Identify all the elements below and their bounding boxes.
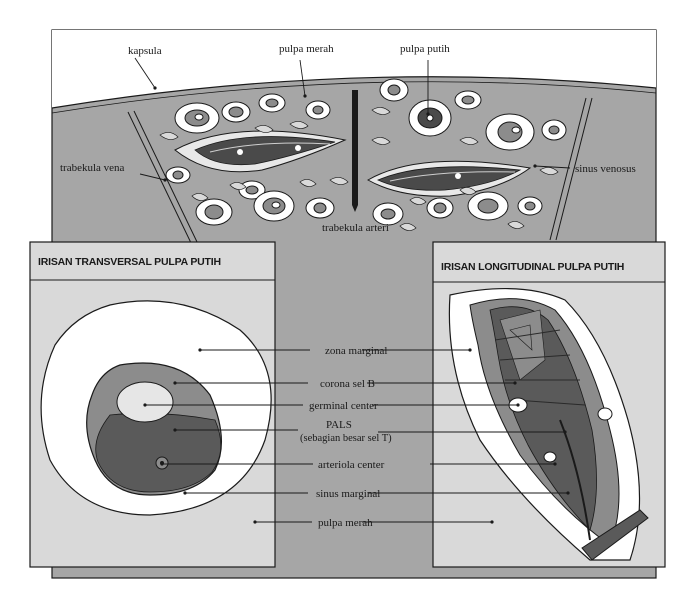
label-pals-note: (sebagian besar sel T) [300,433,392,444]
label-pulpa-merah-top: pulpa merah [279,43,334,55]
label-sinus-venosus: sinus venosus [575,163,636,175]
label-pulpa-putih: pulpa putih [400,43,450,55]
label-arteriola-center: arteriola center [318,459,385,471]
label-pals: PALS [326,419,352,431]
label-trabekula-arteri: trabekula arteri [322,222,389,234]
panel-longitudinal-title: IRISAN LONGITUDINAL PULPA PUTIH [441,261,624,273]
label-kapsula: kapsula [128,45,162,57]
label-sinus-marginal: sinus marginal [316,488,380,500]
transverse-section [41,301,271,515]
label-zona-marginal: zona marginal [325,345,387,357]
label-germinal-center: germinal center [309,400,378,412]
label-trabekula-vena: trabekula vena [60,162,125,174]
panel-transverse-title: IRISAN TRANSVERSAL PULPA PUTIH [38,256,221,268]
trabecula-arteri [352,90,358,212]
label-corona-sel-b: corona sel B [320,378,375,390]
label-pulpa-merah-bottom: pulpa merah [318,517,373,529]
